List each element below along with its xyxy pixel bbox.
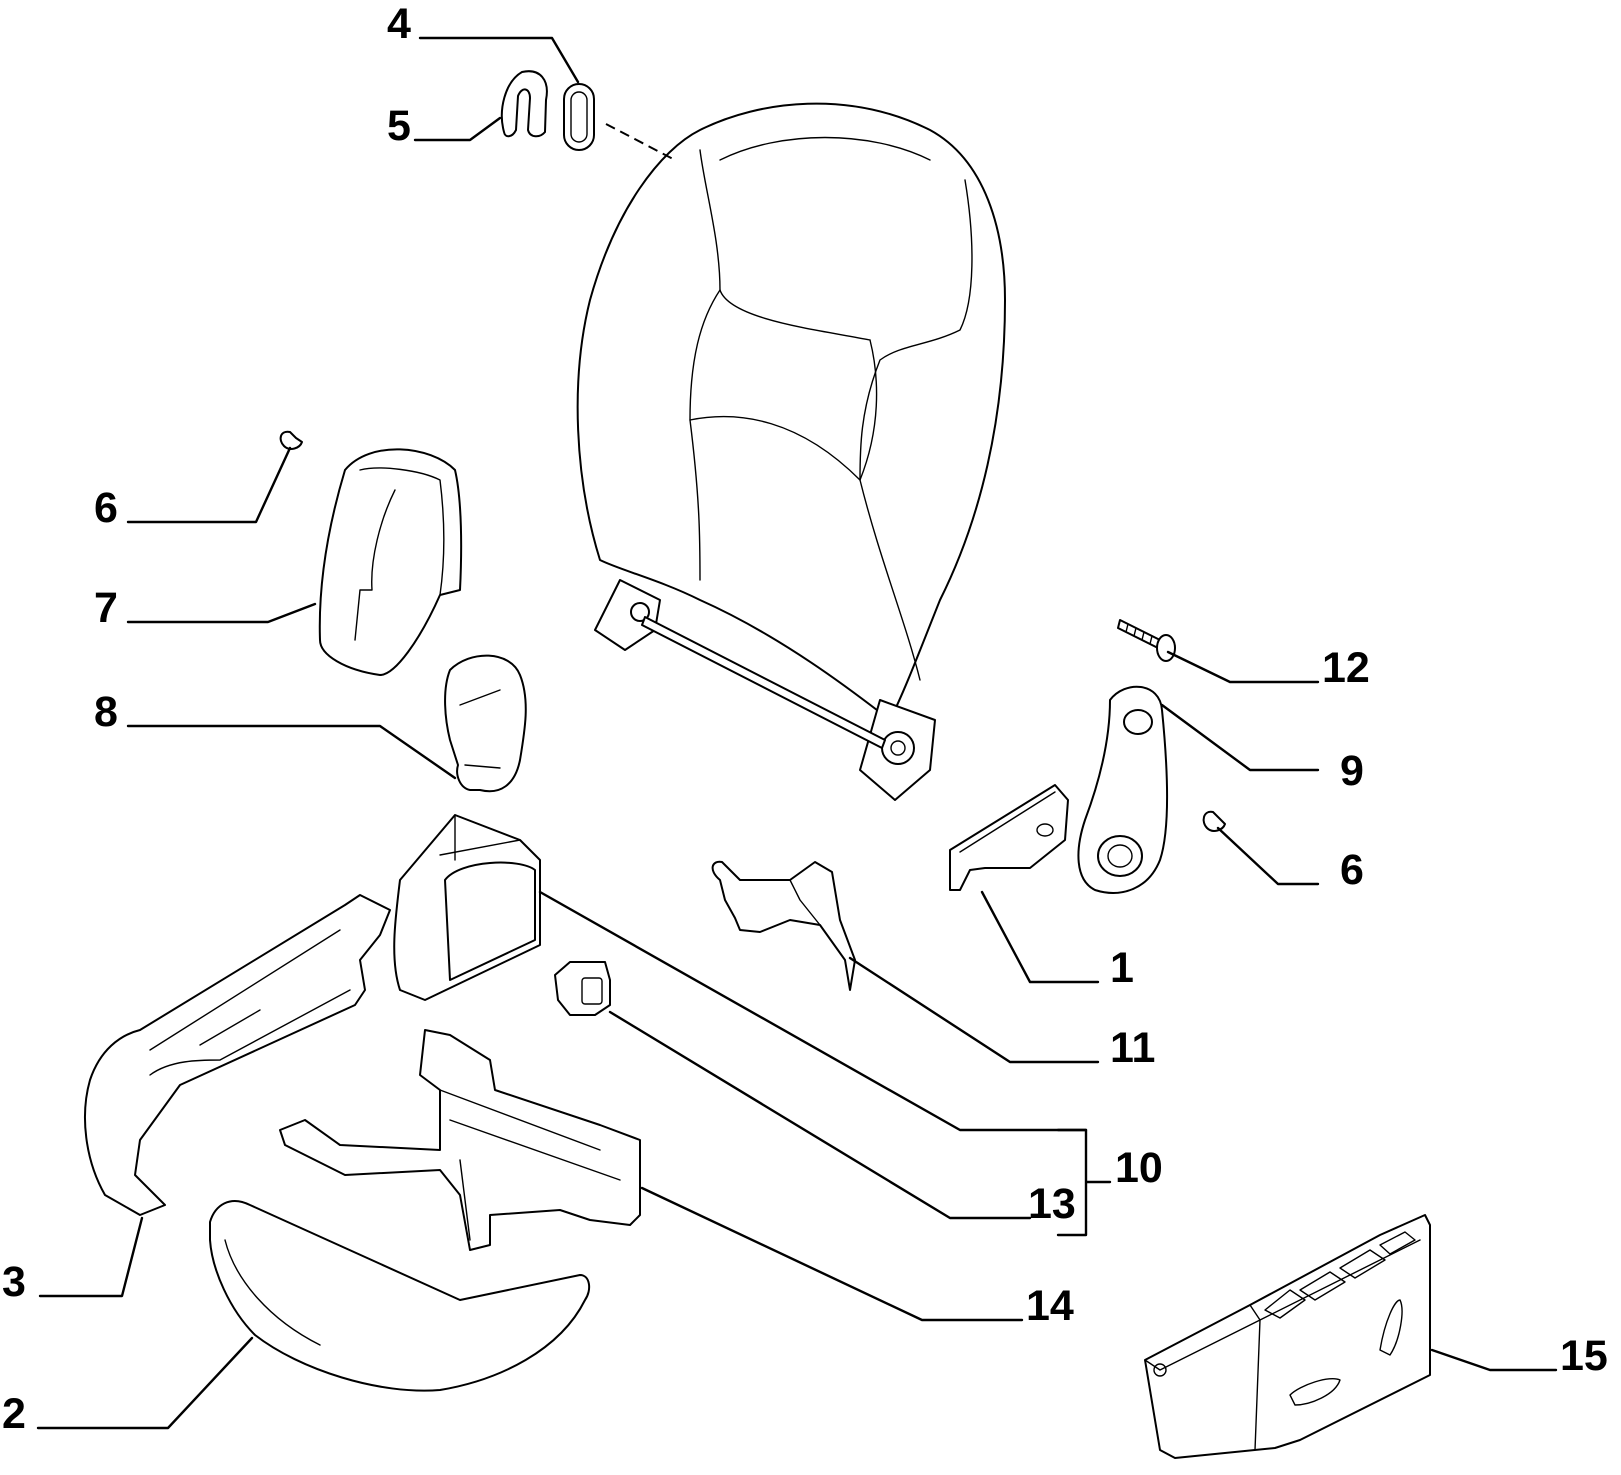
callout-1: 1 xyxy=(1110,944,1134,992)
bracket-part-1 xyxy=(949,784,1069,891)
callout-2: 2 xyxy=(2,1390,26,1438)
clip-part-4 xyxy=(563,83,595,151)
leader-line-8 xyxy=(126,724,457,780)
callout-11: 11 xyxy=(1110,1024,1155,1072)
callout-9: 9 xyxy=(1340,747,1364,795)
callout-8: 8 xyxy=(94,688,118,736)
callout-4: 4 xyxy=(387,0,411,48)
leader-lines xyxy=(36,36,1558,1430)
callout-15: 15 xyxy=(1560,1332,1608,1380)
leader-line-9 xyxy=(1160,703,1320,772)
side-cover-part-7 xyxy=(318,448,463,676)
side-trim-part-3 xyxy=(84,894,391,1216)
callout-14: 14 xyxy=(1026,1282,1074,1330)
clip-part-6-left xyxy=(279,430,303,450)
callout-6-left: 6 xyxy=(94,484,118,532)
callout-7: 7 xyxy=(94,584,118,632)
leader-line-11 xyxy=(848,956,1100,1064)
clip-part-6-right xyxy=(1202,810,1226,832)
cable-bracket-part-11 xyxy=(711,860,856,991)
callout-6-right: 6 xyxy=(1340,846,1364,894)
cushion-trim-part-2 xyxy=(209,1200,591,1392)
leader-line-7 xyxy=(126,602,317,624)
callout-3: 3 xyxy=(2,1258,26,1306)
leader-line-15 xyxy=(1430,1348,1558,1372)
leader-line-2 xyxy=(36,1336,254,1430)
clip-part-5 xyxy=(500,70,548,138)
block-part-13 xyxy=(554,961,611,1016)
screw-part-12 xyxy=(1117,619,1176,662)
callout-10: 10 xyxy=(1115,1144,1163,1192)
storage-box-part-10 xyxy=(393,814,541,1001)
leader-line-6-right xyxy=(1216,826,1320,886)
leader-line-1 xyxy=(980,890,1100,984)
leader-line-4 xyxy=(418,36,580,84)
leader-line-14 xyxy=(640,1186,1024,1322)
callout-12: 12 xyxy=(1322,644,1370,692)
control-unit-part-15 xyxy=(1144,1214,1431,1459)
seat-backrest xyxy=(576,102,1006,801)
leader-line-5 xyxy=(413,116,502,142)
frame-part-14 xyxy=(279,1029,641,1251)
leader-line-13-block xyxy=(608,1010,1032,1220)
bracket-10-13 xyxy=(1056,1128,1112,1237)
assembly-dash-line xyxy=(605,123,676,161)
leader-line-12 xyxy=(1166,650,1320,684)
callout-5: 5 xyxy=(387,102,411,150)
bracket-part-8 xyxy=(444,654,527,793)
leader-line-6-left xyxy=(126,446,292,524)
leader-line-10-box xyxy=(538,890,1088,1132)
leader-line-3 xyxy=(38,1216,144,1298)
plate-part-9 xyxy=(1077,685,1168,894)
callout-13: 13 xyxy=(1028,1180,1076,1228)
callouts: 4 5 6 7 8 12 9 6 1 11 10 13 14 3 2 15 xyxy=(2,0,1608,1438)
